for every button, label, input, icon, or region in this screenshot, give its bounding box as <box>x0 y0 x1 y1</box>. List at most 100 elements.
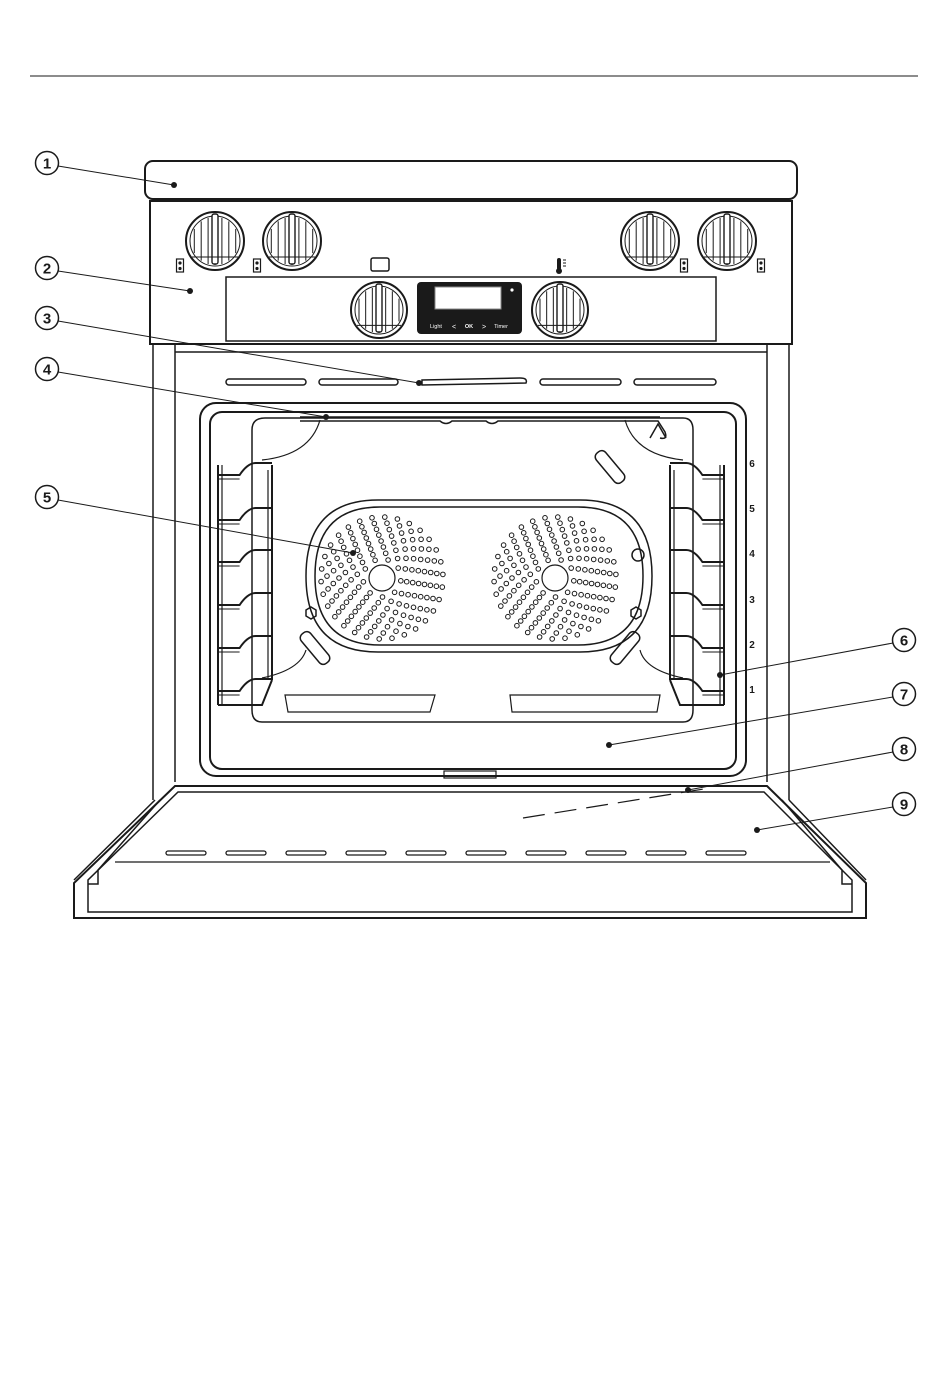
shelf-level-1: 1 <box>749 685 755 696</box>
rack-rung <box>670 636 724 648</box>
fan-hub <box>542 565 568 591</box>
leader-1 <box>58 166 174 185</box>
fan-grille-left <box>319 515 445 641</box>
door-vent-slot <box>226 851 266 855</box>
callout-6: 6 <box>893 629 916 652</box>
shelf-level-6: 6 <box>749 459 755 470</box>
shelf-level-labels: 6 5 4 3 2 1 <box>749 459 755 696</box>
rack-rung <box>670 593 724 605</box>
burner-knob-1 <box>186 212 244 270</box>
fan-grille-right <box>492 515 618 641</box>
svg-text:5: 5 <box>43 490 51 507</box>
leader-8 <box>688 752 893 790</box>
burner-knobs <box>186 212 756 270</box>
rack-rung <box>670 508 724 520</box>
callout-4: 4 <box>36 358 59 381</box>
callout-8: 8 <box>893 738 916 761</box>
leader-3-dot <box>416 380 422 386</box>
leader-8-dot <box>685 787 691 793</box>
svg-text:2: 2 <box>43 261 51 278</box>
burner-indicator-icon <box>758 259 765 272</box>
grill-heating-element <box>300 417 666 438</box>
vent-slot <box>226 379 306 385</box>
leader-2-dot <box>187 288 193 294</box>
door-vent-slot <box>166 851 206 855</box>
vent-slot <box>634 379 716 385</box>
vent-slot <box>319 379 398 385</box>
burner-indicator-icon <box>254 259 261 272</box>
svg-text:8: 8 <box>900 742 908 759</box>
leader-5 <box>58 500 353 553</box>
display-button-light: Light <box>430 324 442 330</box>
callout-9: 9 <box>893 793 916 816</box>
door-vents <box>166 851 746 855</box>
temperature-knob <box>532 282 588 338</box>
vent-slot <box>540 379 621 385</box>
rack-rung <box>670 463 724 475</box>
burner-indicator-icons <box>177 259 765 272</box>
top-cover <box>145 161 797 199</box>
svg-text:7: 7 <box>900 687 908 704</box>
fan-hub <box>369 565 395 591</box>
side-rack-right <box>670 463 724 705</box>
shelf-level-2: 2 <box>749 640 755 651</box>
leader-2 <box>58 271 190 291</box>
leader-1-dot <box>171 182 177 188</box>
rack-rung <box>218 463 272 475</box>
oven-door <box>74 786 866 918</box>
shelf-level-4: 4 <box>749 549 755 560</box>
display-button-right: > <box>482 324 486 331</box>
rack-rung <box>218 550 272 562</box>
leader-9 <box>757 807 893 830</box>
cavity-corner-curves <box>262 420 683 712</box>
door-vent-slot <box>646 851 686 855</box>
door-vent-slot <box>466 851 506 855</box>
door-lock-latch <box>422 378 526 385</box>
display-button-timer: Timer <box>494 324 508 330</box>
door-vent-slot <box>586 851 626 855</box>
temperature-knob-body <box>532 282 588 338</box>
function-knob <box>351 282 407 338</box>
leader-4-dot <box>323 414 329 420</box>
svg-text:6: 6 <box>900 633 908 650</box>
door-vent-slot <box>706 851 746 855</box>
svg-text:9: 9 <box>900 797 908 814</box>
leader-7-dot <box>606 742 612 748</box>
electronic-display: Light < OK > Timer <box>417 282 522 334</box>
callout-7: 7 <box>893 683 916 706</box>
leader-6-dot <box>717 672 723 678</box>
rack-rung <box>670 550 724 562</box>
oven-cavity <box>200 403 746 778</box>
callout-2: 2 <box>36 257 59 280</box>
display-button-ok: OK <box>465 324 473 330</box>
thermometer-icon <box>556 258 566 274</box>
rack-rung <box>218 636 272 648</box>
rack-rung <box>218 679 272 691</box>
shelf-level-3: 3 <box>749 595 755 606</box>
function-knob-body <box>351 282 407 338</box>
burner-indicator-icon <box>177 259 184 272</box>
door-vent-slot <box>526 851 566 855</box>
burner-indicator-icon <box>681 259 688 272</box>
door-vent-slot <box>346 851 386 855</box>
side-rack-left <box>218 463 272 705</box>
leader-7 <box>609 697 893 745</box>
display-button-left: < <box>452 324 456 331</box>
leader-9-dot <box>754 827 760 833</box>
shelf-level-5: 5 <box>749 504 755 515</box>
door-vent-slot <box>286 851 326 855</box>
svg-text:3: 3 <box>43 311 51 328</box>
rack-rung <box>218 508 272 520</box>
burner-knob-3 <box>621 212 679 270</box>
burner-knob-2 <box>263 212 321 270</box>
callout-3: 3 <box>36 307 59 330</box>
callout-1: 1 <box>36 152 59 175</box>
rack-rung <box>670 679 724 691</box>
rack-rung <box>218 593 272 605</box>
oven-function-icon <box>371 258 389 271</box>
burner-knob-4 <box>698 212 756 270</box>
leader-5-dot <box>350 550 356 556</box>
door-vent-slot <box>406 851 446 855</box>
svg-text:4: 4 <box>43 362 52 379</box>
